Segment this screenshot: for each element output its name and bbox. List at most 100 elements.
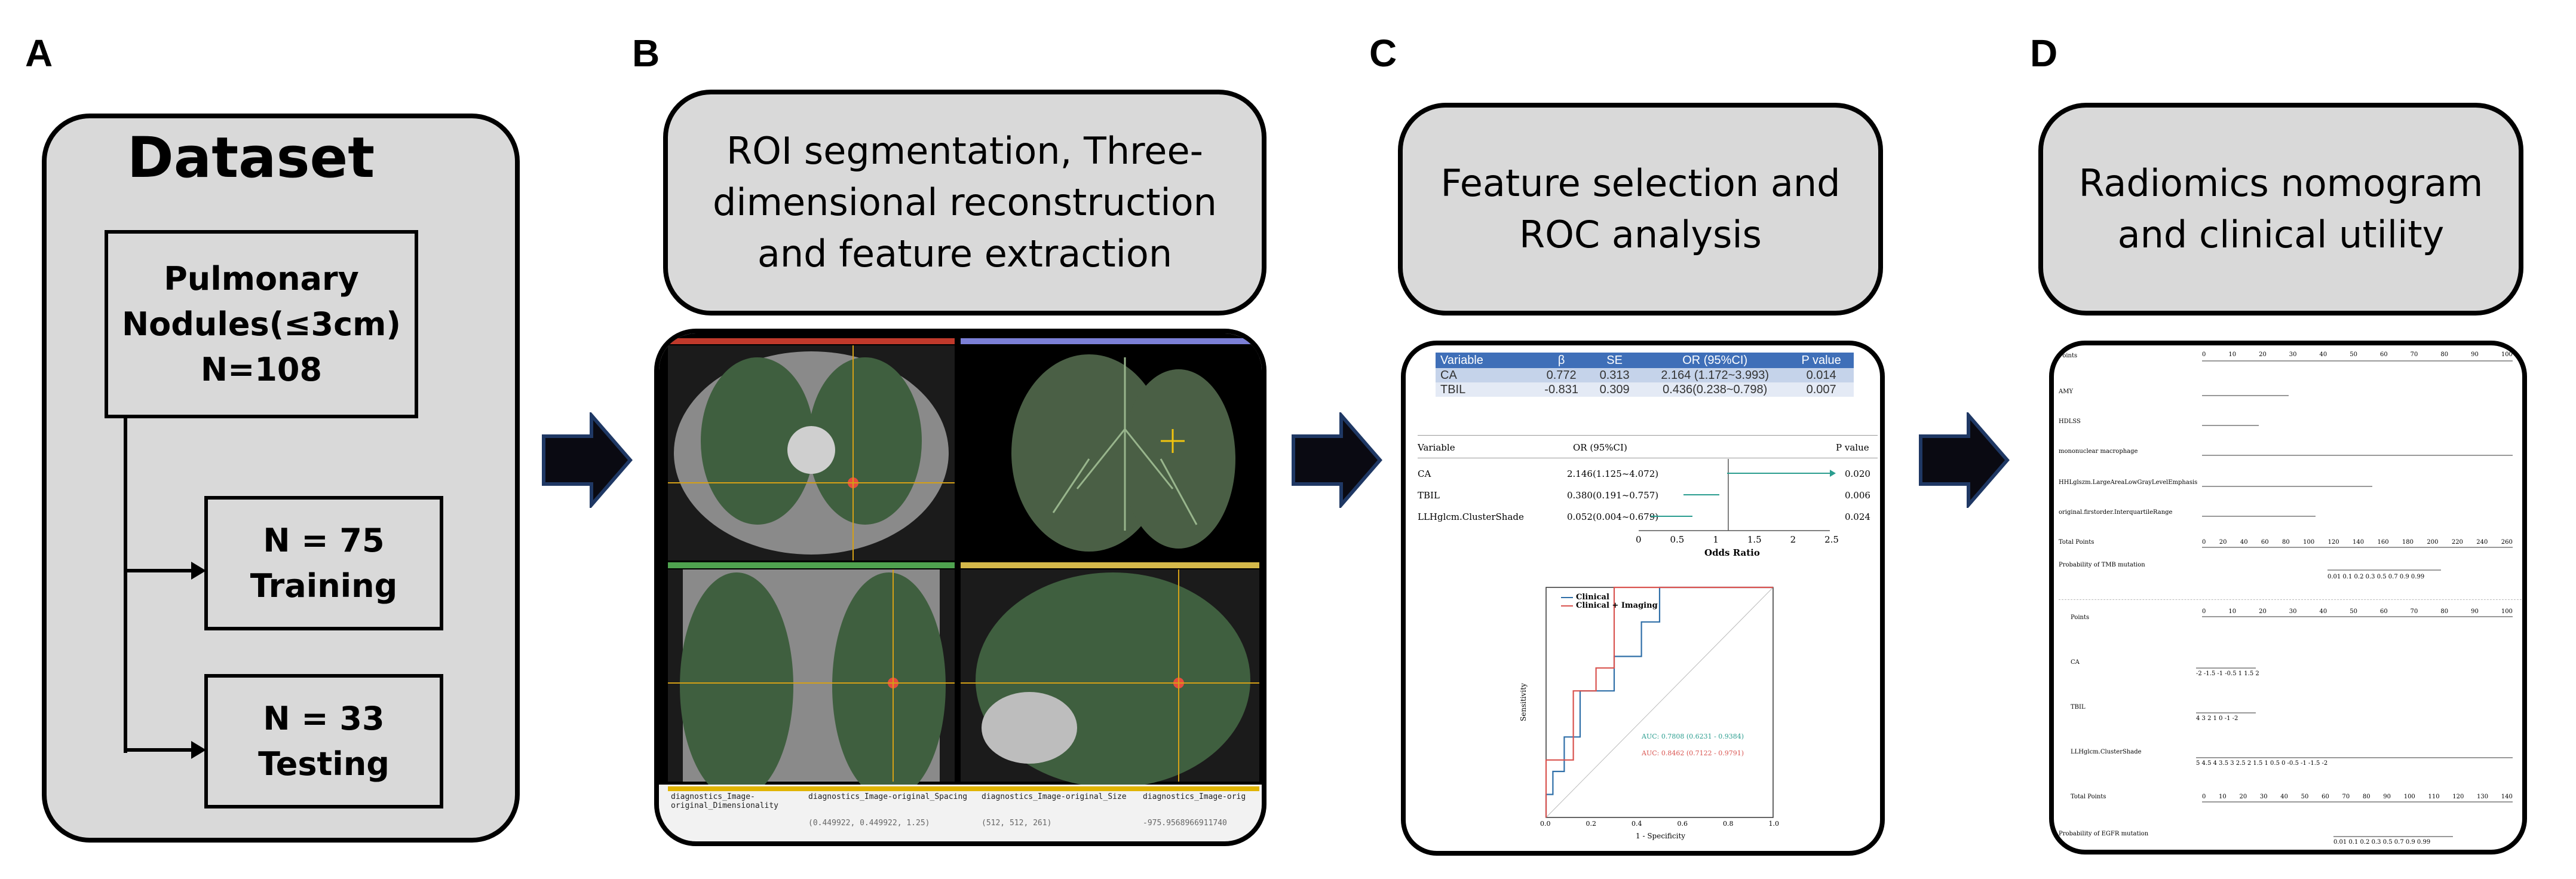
nomo2-tick: 50 [2350,608,2357,615]
roc-plot: Clinical Clinical + Imaging AUC: 0.7808 … [1519,578,1785,851]
roc-xtick: 0.0 [1540,820,1551,828]
nomogram-header: Radiomics nomogram and clinical utility [2038,103,2523,316]
roi-header: ROI segmentation, Three- dimensional rec… [663,90,1266,316]
forest-tick: 2 [1790,534,1796,545]
nomo1-total-tick: 0 [2202,539,2206,546]
roc-xlabel: 1 - Specificity [1636,832,1686,840]
nomo2-tick: 60 [2379,608,2388,615]
pulmonary-nodules-box: Pulmonary Nodules(≤3cm) N=108 [105,230,418,418]
nomo2-tick: 40 [2319,608,2327,615]
ct-viewer-image [659,333,1262,841]
nomo2-total-tick: 10 [2219,794,2227,800]
coef-header: P value [1801,354,1841,367]
nomogram-tmb: Points 0 10 20 30 40 50 60 70 80 90 100 … [2059,351,2522,592]
nomo1-tick: 100 [2501,351,2513,358]
nomo2-total-tick: 30 [2259,794,2268,800]
roc-xtick: 0.8 [1723,820,1734,828]
nomo2-scales [2196,616,2513,837]
feature-col-header: diagnostics_Image- original_Dimensionali… [671,792,779,810]
forest-col-p: P value [1836,442,1869,453]
roc-auc-combined: AUC: 0.8462 (0.7122 - 0.9791) [1642,749,1744,757]
panel-letter-d: D [2030,32,2058,75]
nomo1-row-label: HHLglszm.LargeAreaLowGrayLevelEmphasis [2059,479,2198,486]
nomo2-tick: 90 [2471,608,2479,615]
nomo1-tick: 90 [2471,351,2479,358]
nomo2-row-label: CA [2071,659,2080,666]
coef-cell: 2.164 (1.172~3.993) [1661,369,1770,382]
nomo2-points-ticks: 0 10 20 30 40 50 60 70 80 90 100 [2202,608,2513,615]
feature-value: (512, 512, 261) [982,819,1052,828]
panel-letter-c: C [1369,32,1397,75]
coef-cell: 0.007 [1806,383,1836,396]
nomo2-total-tick: 100 [2403,794,2415,800]
roc-xtick: 0.4 [1632,820,1642,828]
roc-xtick: 0.2 [1586,820,1597,828]
feature-selection-header: Feature selection and ROC analysis [1398,103,1883,316]
feature-value: -975.9568966911740 [1143,819,1227,828]
coef-cell: 0.313 [1599,369,1630,382]
coef-cell: 0.436(0.238~0.798) [1663,383,1768,396]
nomo1-tick: 0 [2202,351,2206,358]
feature-value [671,819,808,828]
roc-ylabel: Sensitivity [1519,683,1528,721]
nomo1-tick: 30 [2289,351,2297,358]
nomo1-row-label: AMY [2059,388,2074,395]
nomo1-tick: 70 [2410,351,2418,358]
coef-cell: TBIL [1440,383,1466,396]
coef-cell: 0.309 [1599,383,1630,396]
nomo2-row-label: Points [2071,614,2090,621]
nomo2-ca-ticks: -2 -1.5 -1 -0.5 1 1.5 2 [2196,670,2259,677]
arrow-c-to-d [1919,412,2010,508]
nomo1-total-tick: 240 [2476,539,2488,546]
nomo2-tick: 10 [2228,608,2237,615]
nomo2-total-ticks: 0 10 20 30 40 50 60 70 80 90 100 110 120… [2202,794,2513,800]
nomo2-tick: 70 [2410,608,2418,615]
forest-tick: 2.5 [1824,534,1839,545]
nomo1-row-label: Points [2059,353,2078,359]
nomo2-total-tick: 20 [2239,794,2247,800]
nomo1-points-ticks: 0 10 20 30 40 50 60 70 80 90 100 [2202,351,2513,358]
nomo2-tick: 80 [2440,608,2449,615]
nomo1-tick: 60 [2379,351,2388,358]
nomo1-tick: 40 [2319,351,2327,358]
nomo1-total-tick: 100 [2303,539,2315,546]
nomo1-row-label: Total Points [2059,539,2094,546]
nomo1-row-label: original.firstorder.InterquartileRange [2059,509,2173,516]
nomo1-total-tick: 20 [2219,539,2227,546]
feature-value: (0.449922, 0.449922, 1.25) [808,819,930,828]
forest-row-name: TBIL [1418,490,1440,501]
coef-header: OR (95%CI) [1682,354,1748,367]
roc-xticks: 0.0 0.2 0.4 0.6 0.8 1.0 [1540,820,1779,828]
arrow-b-to-c [1292,412,1382,508]
forest-col-variable: Variable [1418,442,1455,453]
nomo1-total-tick: 160 [2377,539,2389,546]
nomo2-tick: 30 [2289,608,2297,615]
coef-cell: CA [1440,369,1457,382]
coef-cell: 0.772 [1546,369,1577,382]
roc-legend-clinical: Clinical [1576,593,1609,602]
nomo1-tick: 20 [2259,351,2267,358]
nomo2-tick: 20 [2259,608,2267,615]
nomo2-tbil-ticks: 4 3 2 1 0 -1 -2 [2196,715,2238,722]
forest-tick: 1.5 [1747,534,1762,545]
forest-row-name: CA [1418,468,1431,479]
forest-plot: Variable OR (95%CI) P value CA 2.146(1.1… [1418,435,1878,572]
nomo2-row-label: Probability of EGFR mutation [2059,831,2149,837]
dataset-title: Dataset [127,125,375,191]
coef-header: Variable [1440,354,1483,367]
nomo2-tick: 0 [2202,608,2206,615]
nomo1-total-tick: 120 [2327,539,2339,546]
nomo1-tick: 50 [2350,351,2357,358]
forest-row-p: 0.024 [1845,512,1870,522]
nomo1-total-tick: 60 [2261,539,2269,546]
nomogram-frame: Points 0 10 20 30 40 50 60 70 80 90 100 … [2049,341,2527,855]
analysis-frame: Variable β SE OR (95%CI) P value CA 0.77… [1401,341,1885,856]
nomo2-total-tick: 140 [2501,794,2513,800]
feature-table: diagnostics_Image- original_Dimensionali… [671,792,1256,828]
forest-row-p: 0.020 [1845,468,1870,479]
dataset-connectors [124,418,206,759]
forest-col-or: OR (95%CI) [1573,442,1627,453]
roc-curve-combined [1545,586,1773,817]
panel-letter-a: A [25,32,53,75]
roc-svg [1545,586,1774,818]
